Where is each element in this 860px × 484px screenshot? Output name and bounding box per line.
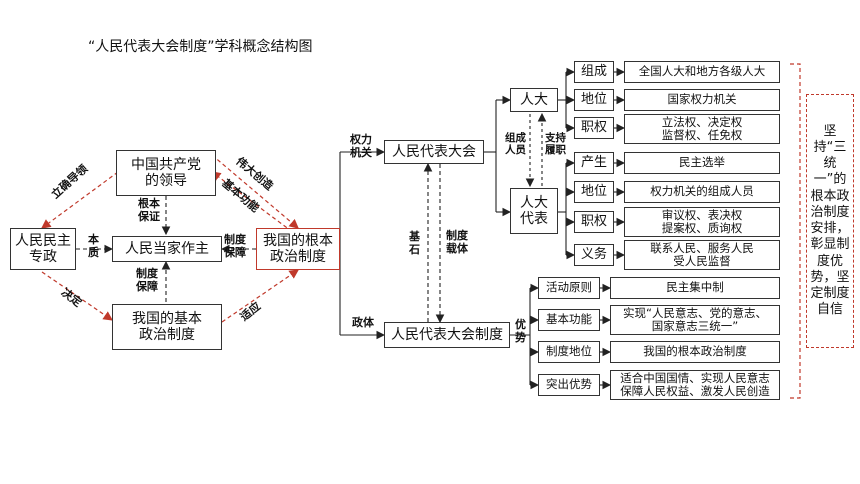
- db-value-status: 权力机关的组成人员: [624, 181, 780, 203]
- db-value-powers: 审议权、表决权提案权、质询权: [624, 207, 780, 237]
- db-key-status: 地位: [574, 181, 614, 203]
- label-root-guarantee: 根本保证: [138, 197, 160, 223]
- rd-key-compose: 组成: [574, 61, 614, 83]
- sys-value-status: 我国的根本政治制度: [610, 341, 780, 363]
- party-line-2: 的领导: [145, 173, 187, 189]
- rd-key-powers: 职权: [574, 117, 614, 139]
- sys-value-principle: 民主集中制: [610, 277, 780, 299]
- sys-key-function: 基本功能: [538, 309, 600, 331]
- side-note-box: 坚持“三统一”的根本政治制度安排，彰显制度优势，坚定制度自信: [806, 94, 854, 348]
- rd-key-status: 地位: [574, 89, 614, 111]
- label-compose-members: 组成人员: [505, 132, 526, 157]
- npc-short-box: 人大: [510, 88, 558, 112]
- basic-political-system-box: 我国的基本政治制度: [112, 304, 222, 350]
- label-essence: 本质: [88, 233, 99, 259]
- label-support-duty: 支持履职: [545, 132, 566, 157]
- label-regime: 政体: [352, 316, 374, 329]
- db-value-produce: 民主选举: [624, 152, 780, 174]
- party-leadership-box: 中国共产党的领导: [116, 150, 216, 196]
- db-key-produce: 产生: [574, 152, 614, 174]
- db-key-duty: 义务: [574, 244, 614, 266]
- diagram-title: “人民代表大会制度”学科概念结构图: [88, 39, 313, 55]
- label-system-guarantee-bottom: 制度保障: [136, 267, 158, 293]
- people-masters-box: 人民当家作主: [112, 236, 222, 262]
- sys-value-advantage: 适合中国国情、实现人民意志保障人民权益、激发人民创造: [610, 370, 780, 400]
- sys-key-status: 制度地位: [538, 341, 600, 363]
- label-system-carrier: 制度载体: [446, 229, 468, 255]
- label-cornerstone: 基石: [409, 230, 420, 257]
- rd-value-status: 国家权力机关: [624, 89, 780, 111]
- rd-value-powers: 立法权、决定权监督权、任免权: [624, 114, 780, 144]
- sys-key-principle: 活动原则: [538, 277, 600, 299]
- db-value-duty: 联系人民、服务人民受人民监督: [624, 240, 780, 270]
- root-political-system-box: 我国的根本政治制度: [256, 228, 340, 270]
- party-line-1: 中国共产党: [131, 156, 201, 173]
- label-power-organ: 权力机关: [350, 133, 372, 159]
- sys-value-function: 实现“人民意志、党的意志、国家意志三统一”: [610, 305, 780, 335]
- people-democratic-dictatorship-box: 人民民主专政: [10, 228, 76, 270]
- npc-system-box: 人民代表大会制度: [384, 322, 510, 348]
- rd-value-compose: 全国人大和地方各级人大: [624, 61, 780, 83]
- sys-key-advantage: 突出优势: [538, 374, 600, 396]
- label-system-guarantee-right: 制度保障: [224, 233, 246, 259]
- label-advantage: 优势: [515, 318, 526, 345]
- db-key-powers: 职权: [574, 211, 614, 233]
- npc-box: 人民代表大会: [384, 140, 484, 164]
- npc-deputy-box: 人大代表: [510, 188, 558, 234]
